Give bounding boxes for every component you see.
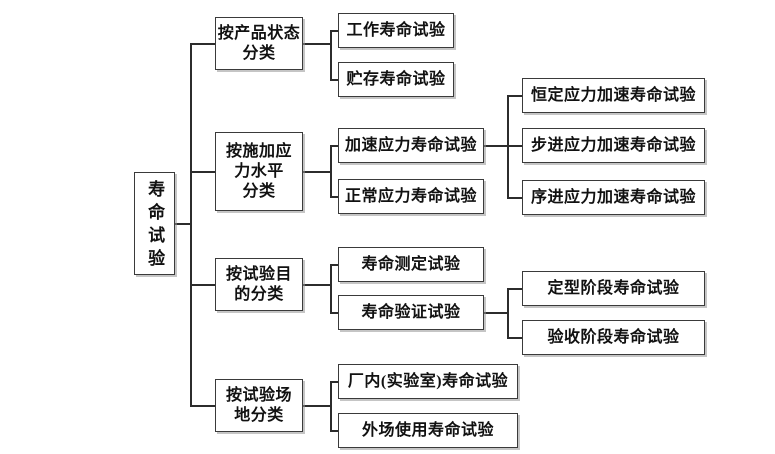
connector-verify-out — [484, 312, 508, 314]
node-branch-test-site[interactable]: 按试验场 地分类 — [215, 379, 303, 432]
connector-branch1-child2 — [330, 79, 340, 81]
connector-verify-child1 — [507, 288, 522, 290]
connector-verify-child2 — [507, 337, 522, 339]
connector-verify-bus — [507, 288, 509, 338]
node-label: 按试验场 地分类 — [225, 386, 292, 424]
connector-root-stub — [174, 223, 192, 225]
connector-branch3-bus — [330, 264, 332, 312]
connector-branch1-out — [303, 43, 331, 45]
node-branch-test-purpose[interactable]: 按试验目 的分类 — [215, 258, 303, 311]
connector-main-trunk — [190, 43, 192, 406]
connector-accel-child3 — [507, 197, 522, 199]
node-label: 贮存寿命试验 — [346, 70, 446, 88]
connector-branch3-out — [303, 284, 331, 286]
node-label: 序进应力加速寿命试验 — [530, 188, 696, 206]
node-label: 按施加应 力水平 分类 — [225, 142, 292, 200]
connector-branch4-child2 — [330, 430, 340, 432]
node-field-use-life-test[interactable]: 外场使用寿命试验 — [338, 413, 518, 448]
connector-branch4-out — [303, 405, 331, 407]
connector-branch3-child1 — [330, 264, 340, 266]
connector-accel-out — [484, 145, 508, 147]
node-branch-product-state[interactable]: 按产品状态 分类 — [215, 17, 303, 70]
node-in-plant-laboratory-life-test[interactable]: 厂内(实验室)寿命试验 — [338, 364, 518, 399]
node-normal-stress-life-test[interactable]: 正常应力寿命试验 — [338, 179, 484, 214]
node-root[interactable]: 寿命试验 — [134, 172, 175, 275]
connector-branch2-child1 — [330, 145, 340, 147]
node-accelerated-stress-life-test[interactable]: 加速应力寿命试验 — [338, 128, 484, 163]
node-label: 按试验目 的分类 — [225, 265, 292, 303]
node-acceptance-stage-life-test[interactable]: 验收阶段寿命试验 — [522, 320, 705, 355]
connector-trunk-branch-2 — [190, 171, 215, 173]
node-label: 按产品状态 分类 — [217, 24, 301, 62]
connector-trunk-branch-1 — [190, 43, 215, 45]
node-step-stress-accelerated-life-test[interactable]: 步进应力加速寿命试验 — [522, 128, 705, 163]
node-progressive-stress-accelerated-life-test[interactable]: 序进应力加速寿命试验 — [522, 180, 705, 215]
node-finalization-stage-life-test[interactable]: 定型阶段寿命试验 — [522, 271, 705, 306]
node-label: 验收阶段寿命试验 — [547, 328, 680, 346]
connector-branch2-child2 — [330, 196, 340, 198]
connector-trunk-branch-4 — [190, 405, 215, 407]
connector-trunk-branch-3 — [190, 284, 215, 286]
node-label: 寿命验证试验 — [361, 303, 461, 321]
connector-branch3-child2 — [330, 312, 340, 314]
node-branch-stress-level[interactable]: 按施加应 力水平 分类 — [215, 132, 303, 211]
connector-branch4-child1 — [330, 381, 340, 383]
connector-branch1-bus — [330, 30, 332, 80]
node-life-verification-test[interactable]: 寿命验证试验 — [338, 295, 484, 330]
node-label: 外场使用寿命试验 — [361, 421, 494, 439]
node-constant-stress-accelerated-life-test[interactable]: 恒定应力加速寿命试验 — [522, 78, 705, 113]
node-root-label: 寿命试验 — [145, 179, 165, 272]
node-label: 工作寿命试验 — [346, 21, 446, 39]
node-working-life-test[interactable]: 工作寿命试验 — [338, 13, 454, 48]
node-label: 正常应力寿命试验 — [344, 187, 477, 205]
node-label: 定型阶段寿命试验 — [547, 279, 680, 297]
connector-accel-child1 — [507, 95, 522, 97]
node-label: 厂内(实验室)寿命试验 — [347, 372, 509, 390]
node-storage-life-test[interactable]: 贮存寿命试验 — [338, 62, 454, 97]
connector-branch2-bus — [330, 145, 332, 197]
connector-branch4-bus — [330, 381, 332, 431]
node-label: 步进应力加速寿命试验 — [530, 136, 696, 154]
connector-accel-bus — [507, 95, 509, 198]
node-label: 加速应力寿命试验 — [344, 136, 477, 154]
connector-branch2-out — [303, 171, 331, 173]
connector-branch1-child1 — [330, 30, 340, 32]
node-label: 寿命测定试验 — [361, 255, 461, 273]
node-label: 恒定应力加速寿命试验 — [530, 86, 696, 104]
node-life-measurement-test[interactable]: 寿命测定试验 — [338, 247, 484, 282]
connector-accel-child2 — [507, 145, 522, 147]
